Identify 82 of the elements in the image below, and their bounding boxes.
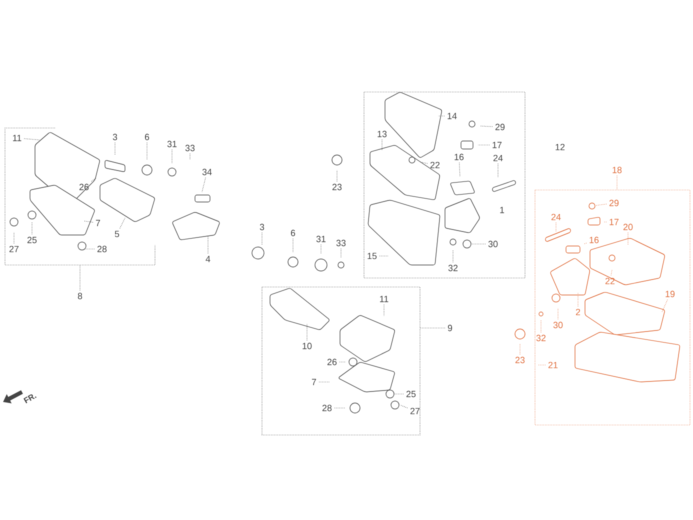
callout-number: 16 [454,154,464,160]
callout-number: 33 [336,240,346,246]
callout-number: 31 [167,140,177,148]
leader-line [202,177,206,192]
callout-number: 14 [448,112,457,120]
callout-number: 28 [322,404,332,412]
leader-line [84,248,95,250]
callout-number: 17 [492,142,502,148]
callout-number: 8 [78,292,82,300]
callout-number: 7 [312,378,316,386]
callout-number: 1 [500,206,504,214]
callout-number: 16 [590,236,599,244]
callout-number: 5 [114,230,120,238]
callout-number: 31 [316,236,326,242]
callout-number: 3 [260,224,264,230]
leader-line [420,162,428,164]
leader-line [595,204,607,206]
callout-number: 25 [27,236,37,244]
callout-number: 11 [380,296,388,302]
leader-line [91,178,96,182]
leader-line [480,126,493,127]
callout-number: 32 [536,334,546,342]
leader-line [120,218,126,229]
callout-number: 23 [332,184,342,190]
callout-number: 6 [144,134,150,140]
leader-line [24,138,40,140]
callout-number: 32 [448,264,458,272]
leader-line [114,142,116,156]
screw-part [588,202,596,210]
callout-number: 6 [290,230,296,236]
leader-line [452,250,454,263]
leader-line [340,248,342,258]
leader-line [610,270,612,276]
leader-line [538,364,546,366]
leader-line [84,220,94,223]
leader-line [459,162,460,178]
callout-number: 22 [430,162,440,168]
callout-number: 18 [612,166,622,174]
leader-line [616,175,618,190]
callout-number: 34 [202,168,212,176]
callout-number: 7 [96,220,100,226]
callout-number: 21 [548,362,558,368]
callout-number: 22 [605,278,615,284]
callout-number: 24 [551,214,561,220]
callout-number: 2 [576,308,580,316]
callout-number: 12 [556,144,565,150]
leader-line [306,324,308,341]
leader-line [320,244,322,254]
callout-number: 28 [97,246,107,252]
callout-number: 3 [112,134,118,140]
callout-number: 27 [410,408,420,414]
callout-number: 30 [488,240,498,248]
callout-number: 23 [515,356,525,364]
callout-number: 13 [378,130,387,138]
callout-number: 11 [13,134,22,142]
leader-line [146,142,148,160]
callout-number: 26 [79,184,89,190]
callout-number: 33 [185,144,195,152]
callout-number: 17 [610,218,619,226]
callout-number: 27 [9,246,19,252]
callout-number: 20 [623,224,633,230]
leader-line [292,238,294,252]
group-frame [534,190,690,426]
leader-line [400,404,408,408]
leader-line [336,170,338,182]
callout-number: 30 [553,322,563,328]
callout-number: 24 [493,154,503,162]
callout-number: 9 [448,324,452,332]
callout-number: 29 [495,124,505,130]
callout-number: 25 [406,390,416,398]
callout-number: 10 [302,342,312,350]
leader-line [478,144,490,146]
leader-line [662,299,668,312]
group-frame [262,286,420,436]
leader-line [540,320,542,333]
group-frame [4,128,156,266]
direction-label: FR. [24,394,36,404]
callout-number: 29 [609,200,619,206]
callout-number: 15 [368,252,377,260]
callout-number: 19 [666,290,675,298]
callout-number: 4 [206,256,210,262]
callout-number: 26 [327,358,337,366]
